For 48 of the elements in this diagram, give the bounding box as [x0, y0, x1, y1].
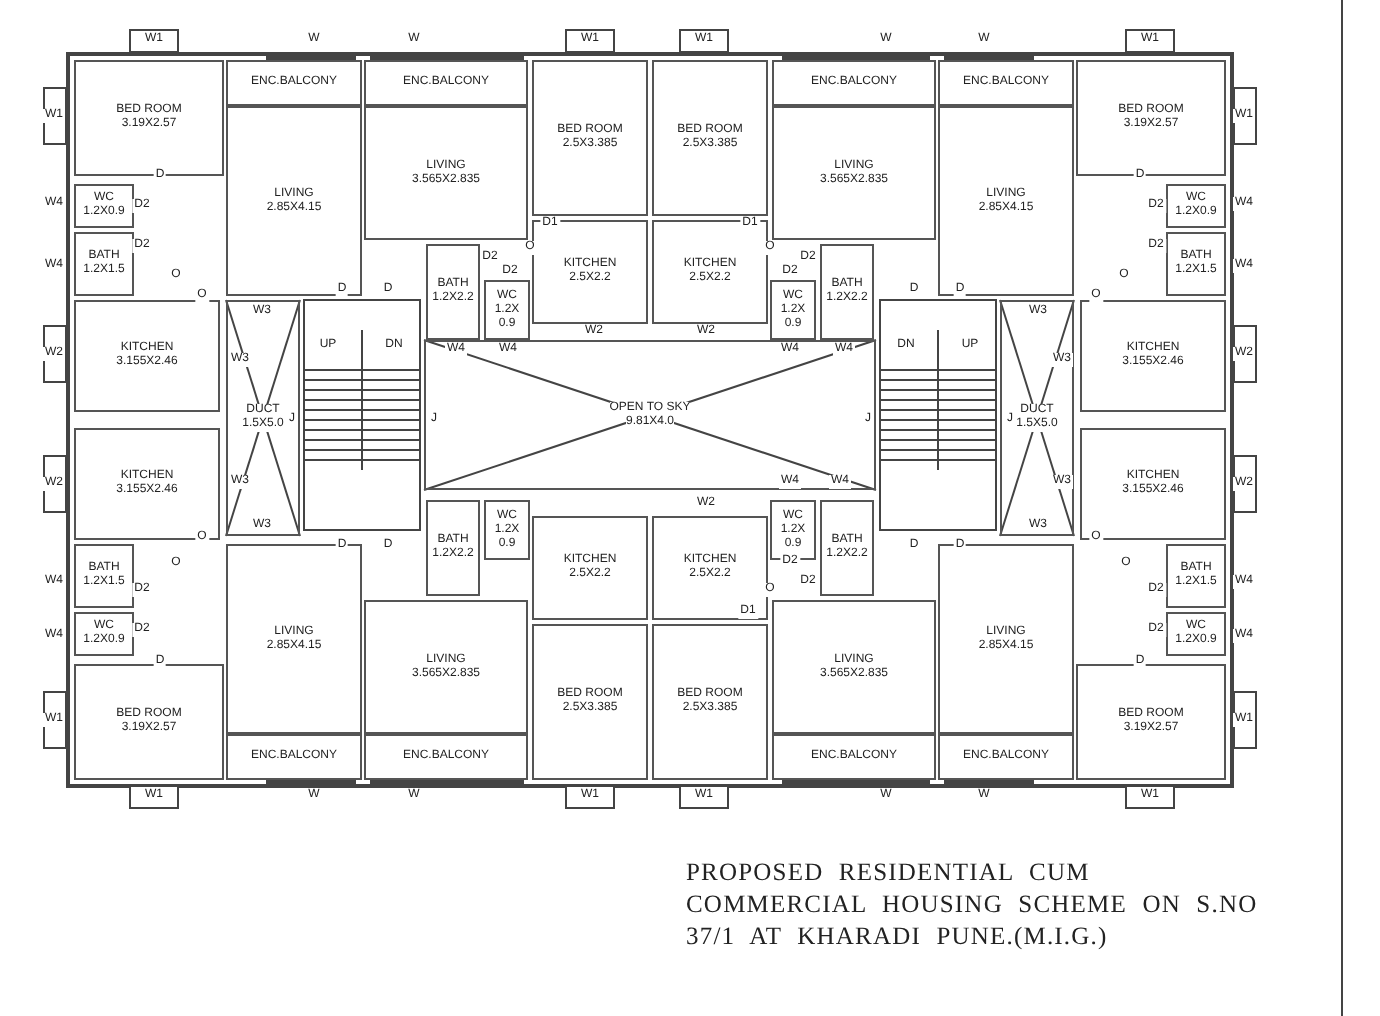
room-outline — [532, 516, 648, 620]
room-outline — [820, 500, 874, 596]
room-outline — [364, 60, 528, 106]
room-outline — [1166, 544, 1226, 608]
room-outline — [770, 280, 816, 340]
room-outline — [226, 60, 362, 106]
room-outline — [74, 232, 134, 296]
room-outline — [484, 500, 530, 560]
room-outline — [772, 734, 936, 780]
room-outline — [226, 106, 362, 296]
room-outline — [532, 624, 648, 780]
room-outline — [74, 184, 134, 228]
room-outline — [652, 624, 768, 780]
room-outline — [74, 664, 224, 780]
room-outline — [74, 428, 220, 540]
room-outline — [532, 60, 648, 216]
room-outline — [938, 60, 1074, 106]
room-outline — [226, 734, 362, 780]
room-outline — [484, 280, 530, 340]
room-outline — [74, 60, 224, 176]
room-outline — [938, 544, 1074, 734]
room-outline — [364, 734, 528, 780]
room-outline — [652, 516, 768, 620]
room-outline — [1166, 184, 1226, 228]
room-outline — [1166, 612, 1226, 656]
room-outline — [532, 220, 648, 324]
room-outline — [652, 60, 768, 216]
room-outline — [1076, 664, 1226, 780]
room-outline — [1080, 300, 1226, 412]
room-outline — [772, 60, 936, 106]
room-outline — [226, 544, 362, 734]
room-outline — [820, 244, 874, 340]
room-outline — [1076, 60, 1226, 176]
room-outline — [426, 244, 480, 340]
room-outline — [938, 734, 1074, 780]
room-outline — [652, 220, 768, 324]
room-outline — [1166, 232, 1226, 296]
room-outline — [74, 300, 220, 412]
room-outline — [74, 612, 134, 656]
room-outline — [364, 600, 528, 734]
room-outline — [364, 106, 528, 240]
room-outline — [938, 106, 1074, 296]
drawing-caption: PROPOSED RESIDENTIAL CUM COMMERCIAL HOUSING SCHEME ON S.NO 37/1 AT KHARADI PUNE.(M.I.G.) — [686, 856, 1260, 952]
room-outline — [74, 544, 134, 608]
room-outline — [426, 500, 480, 596]
room-outline — [772, 600, 936, 734]
room-outline — [1080, 428, 1226, 540]
room-outline — [772, 106, 936, 240]
